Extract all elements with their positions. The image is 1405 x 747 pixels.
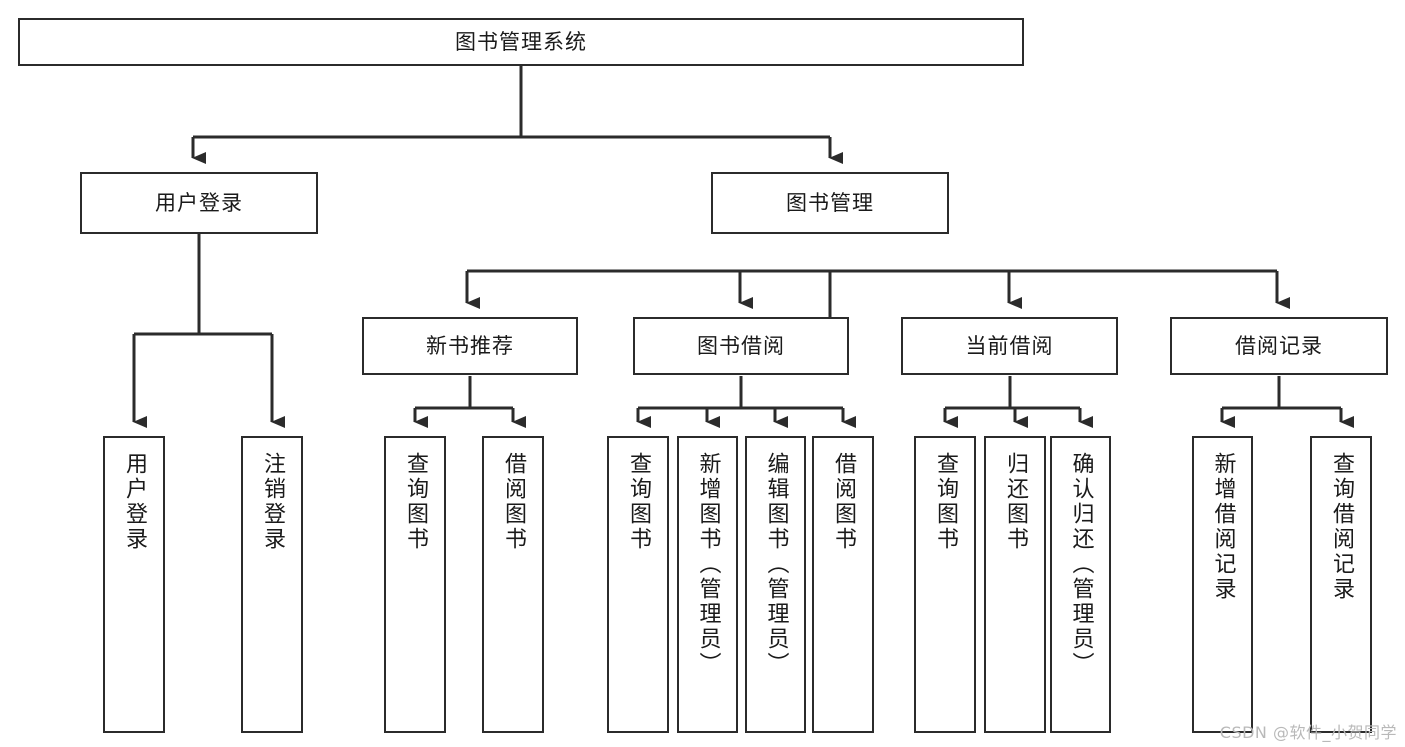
node-book-manage-label: 图书管理 (786, 190, 874, 215)
leaf-query-book-3[interactable]: 查询图书 (914, 436, 976, 733)
watermark: CSDN @软件_小贺同学 (1219, 723, 1397, 742)
leaf-add-record[interactable]: 新增借阅记录 (1192, 436, 1253, 733)
node-root-label: 图书管理系统 (455, 29, 587, 54)
leaf-return-book-label: 归还图书 (1003, 452, 1028, 552)
leaf-add-book-label: 新增图书（管理员） (695, 452, 721, 677)
node-book-borrow[interactable]: 图书借阅 (633, 317, 849, 375)
leaf-user-login[interactable]: 用户登录 (103, 436, 165, 733)
leaf-query-book-1-label: 查询图书 (403, 452, 428, 552)
leaf-borrow-book-1-label: 借阅图书 (501, 452, 526, 552)
node-user-login-label: 用户登录 (155, 190, 243, 215)
leaf-query-book-1[interactable]: 查询图书 (384, 436, 446, 733)
node-new-book-recommend[interactable]: 新书推荐 (362, 317, 578, 375)
node-book-manage[interactable]: 图书管理 (711, 172, 949, 234)
leaf-query-record[interactable]: 查询借阅记录 (1310, 436, 1372, 733)
leaf-confirm-return-label: 确认归还（管理员） (1068, 452, 1094, 677)
node-book-borrow-label: 图书借阅 (697, 333, 785, 358)
node-user-login[interactable]: 用户登录 (80, 172, 318, 234)
leaf-query-book-3-label: 查询图书 (933, 452, 958, 552)
leaf-query-book-2[interactable]: 查询图书 (607, 436, 669, 733)
leaf-logout-login[interactable]: 注销登录 (241, 436, 303, 733)
leaf-user-login-label: 用户登录 (122, 452, 147, 552)
leaf-confirm-return[interactable]: 确认归还（管理员） (1050, 436, 1111, 733)
leaf-add-record-label: 新增借阅记录 (1210, 452, 1236, 602)
leaf-borrow-book-1[interactable]: 借阅图书 (482, 436, 544, 733)
leaf-edit-book[interactable]: 编辑图书（管理员） (745, 436, 806, 733)
node-root[interactable]: 图书管理系统 (18, 18, 1024, 66)
leaf-borrow-book-2-label: 借阅图书 (831, 452, 856, 552)
leaf-add-book[interactable]: 新增图书（管理员） (677, 436, 738, 733)
node-current-borrow-label: 当前借阅 (965, 333, 1054, 358)
node-new-book-recommend-label: 新书推荐 (426, 333, 514, 358)
leaf-query-book-2-label: 查询图书 (626, 452, 651, 552)
node-borrow-record[interactable]: 借阅记录 (1170, 317, 1388, 375)
node-borrow-record-label: 借阅记录 (1235, 333, 1323, 358)
leaf-logout-login-label: 注销登录 (260, 452, 285, 552)
leaf-return-book[interactable]: 归还图书 (984, 436, 1046, 733)
leaf-borrow-book-2[interactable]: 借阅图书 (812, 436, 874, 733)
node-current-borrow[interactable]: 当前借阅 (901, 317, 1118, 375)
leaf-edit-book-label: 编辑图书（管理员） (763, 452, 789, 677)
leaf-query-record-label: 查询借阅记录 (1329, 452, 1354, 602)
